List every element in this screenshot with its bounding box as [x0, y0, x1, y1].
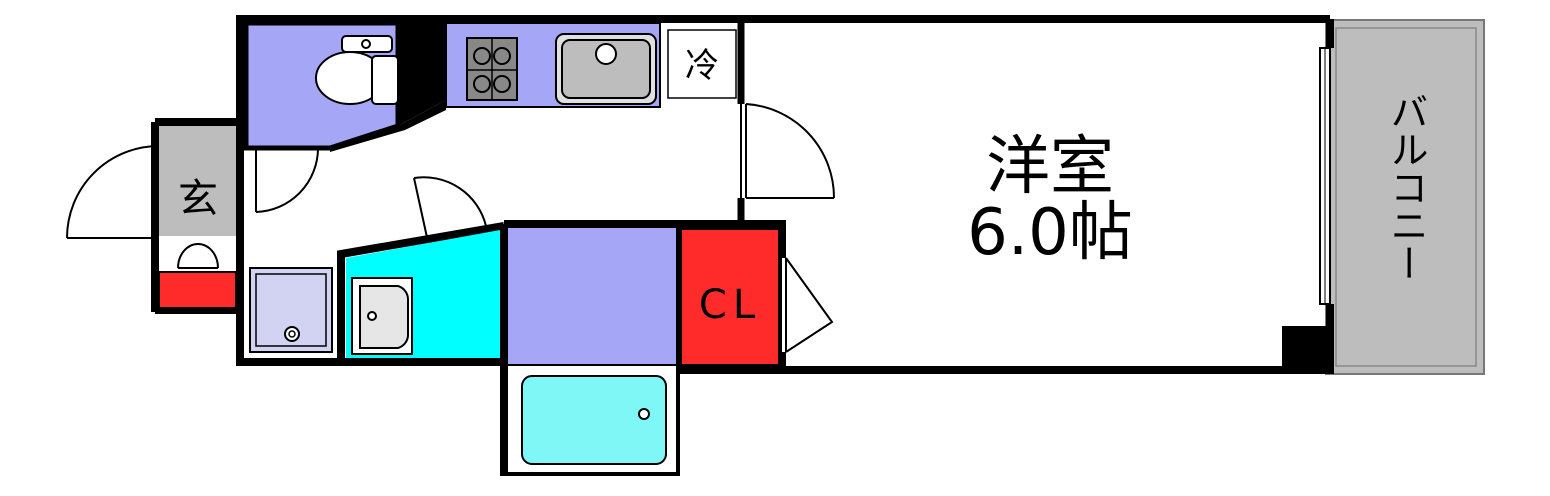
doors — [255, 103, 836, 353]
closet-label: CL — [699, 282, 761, 328]
entrance: 玄 — [66, 126, 237, 309]
washer-pan-icon — [249, 267, 333, 353]
western-room-size: 6.0帖 — [967, 196, 1133, 270]
balcony: バルコニー — [1325, 19, 1485, 375]
kitchen: 冷 — [445, 22, 737, 108]
entrance-door-icon — [66, 145, 219, 269]
sink-icon — [555, 33, 657, 105]
western-room-name: 洋室 — [986, 130, 1114, 204]
balcony-window — [1319, 47, 1331, 305]
entry-storage — [158, 271, 237, 309]
bath-area — [508, 228, 676, 472]
bathtub-icon — [521, 375, 667, 465]
fridge: 冷 — [667, 29, 737, 99]
vanity-basin-icon — [351, 277, 413, 355]
pillar — [1282, 326, 1326, 370]
stove-icon — [466, 37, 518, 101]
washroom — [346, 230, 500, 358]
balcony-label: バルコニー — [1384, 92, 1428, 282]
closet: CL — [678, 226, 782, 368]
toilet-room — [243, 19, 446, 152]
western-room: 洋室 6.0帖 — [967, 130, 1326, 370]
entrance-label: 玄 — [178, 176, 218, 222]
fridge-label: 冷 — [685, 46, 719, 86]
toilet-icon — [315, 35, 399, 105]
